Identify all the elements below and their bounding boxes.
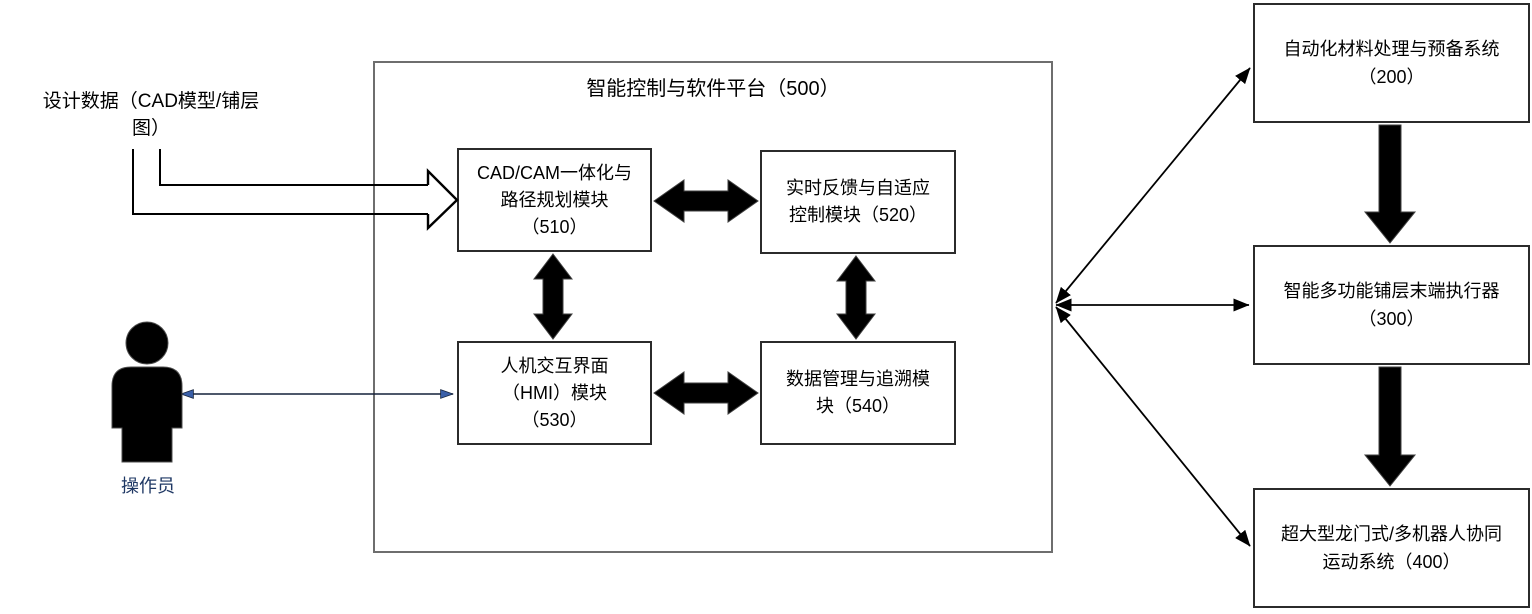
module-520-box: 实时反馈与自适应 控制模块（520） bbox=[760, 150, 956, 254]
system-300-line1: 智能多功能铺层末端执行器 bbox=[1283, 281, 1500, 301]
system-300-box: 智能多功能铺层末端执行器 （300） bbox=[1253, 245, 1530, 365]
module-510-line3: （510） bbox=[521, 216, 588, 237]
system-400-line1: 超大型龙门式/多机器人协同 bbox=[1281, 524, 1502, 544]
system-200-box: 自动化材料处理与预备系统 （200） bbox=[1253, 3, 1530, 123]
system-200-line2: （200） bbox=[1358, 67, 1425, 87]
module-510-line1: CAD/CAM一体化与 bbox=[476, 162, 632, 183]
module-540-line2: 块（540） bbox=[815, 396, 901, 416]
module-510-line2: 路径规划模块 bbox=[500, 189, 609, 210]
arrow-platform-200 bbox=[1055, 67, 1251, 304]
module-530-line1: 人机交互界面 bbox=[500, 355, 609, 376]
module-540-box: 数据管理与追溯模 块（540） bbox=[760, 341, 956, 445]
module-530-line2: （HMI）模块 bbox=[502, 382, 607, 403]
module-540-line1: 数据管理与追溯模 bbox=[786, 369, 930, 389]
system-300-line2: （300） bbox=[1358, 309, 1425, 329]
design-data-label: 设计数据（CAD模型/铺层 图） bbox=[6, 88, 296, 142]
module-520-line2: 控制模块（520） bbox=[788, 205, 928, 225]
module-520-line1: 实时反馈与自适应 bbox=[786, 178, 930, 198]
arrow-platform-400 bbox=[1055, 306, 1251, 547]
platform-500-box bbox=[373, 61, 1053, 553]
design-data-line1: 设计数据（CAD模型/铺层 bbox=[42, 91, 260, 112]
platform-500-title: 智能控制与软件平台（500） bbox=[586, 78, 840, 100]
module-530-line3: （530） bbox=[521, 409, 588, 430]
arrow-200-300 bbox=[1363, 124, 1417, 244]
arrow-300-400 bbox=[1363, 366, 1417, 487]
system-400-line2: 运动系统（400） bbox=[1322, 552, 1461, 572]
system-200-line1: 自动化材料处理与预备系统 bbox=[1283, 39, 1500, 59]
design-data-line2: 图） bbox=[131, 118, 170, 139]
person-icon bbox=[111, 321, 183, 463]
operator-label: 操作员 bbox=[121, 476, 175, 496]
module-510-box: CAD/CAM一体化与 路径规划模块 （510） bbox=[457, 148, 652, 252]
module-530-box: 人机交互界面 （HMI）模块 （530） bbox=[457, 341, 652, 445]
system-400-box: 超大型龙门式/多机器人协同 运动系统（400） bbox=[1253, 488, 1530, 608]
